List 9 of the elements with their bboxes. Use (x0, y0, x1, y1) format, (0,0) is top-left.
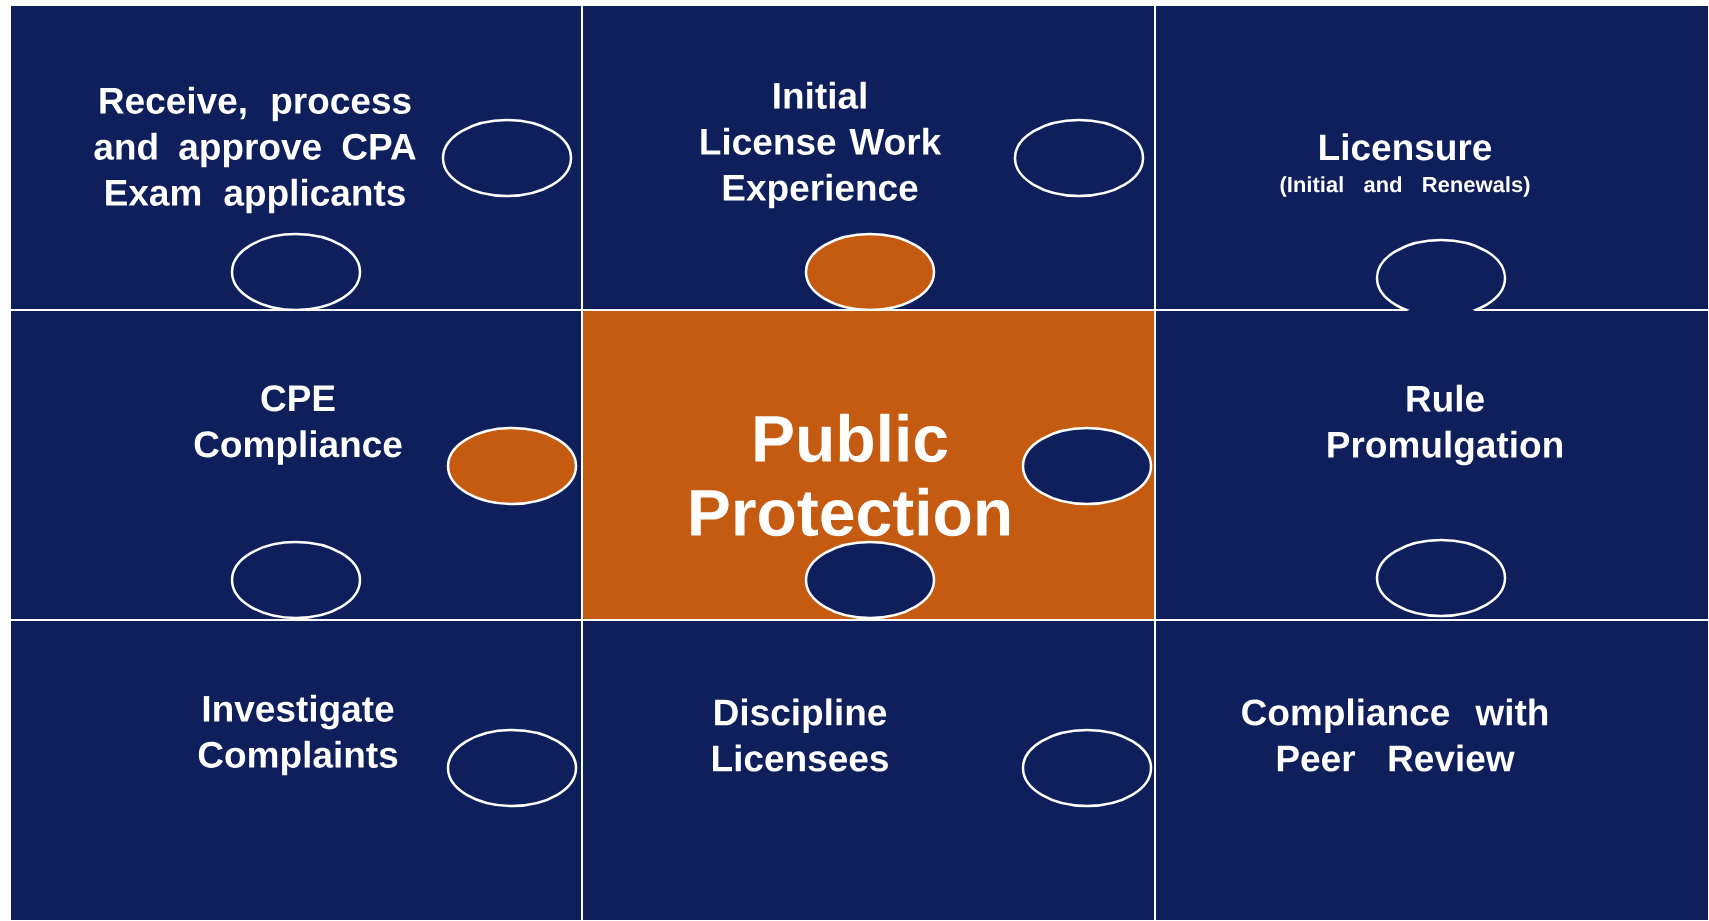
piece-label: Rule Promulgation (1328, 384, 1562, 466)
piece-label: Public Protection (691, 413, 1010, 537)
piece-label: CPE Compliance (194, 385, 402, 465)
piece-label: Initial License Work Experience (701, 81, 942, 209)
piece-label: Investigate Complaints (198, 694, 398, 776)
piece-label: Discipline Licensees (713, 698, 888, 772)
piece-label: Receive, process and approve CPA Exam applicants (94, 86, 416, 214)
piece-label: Licensure (Initial and Renewals) (1280, 133, 1530, 197)
piece-label: Compliance with Peer Review (1242, 698, 1548, 772)
